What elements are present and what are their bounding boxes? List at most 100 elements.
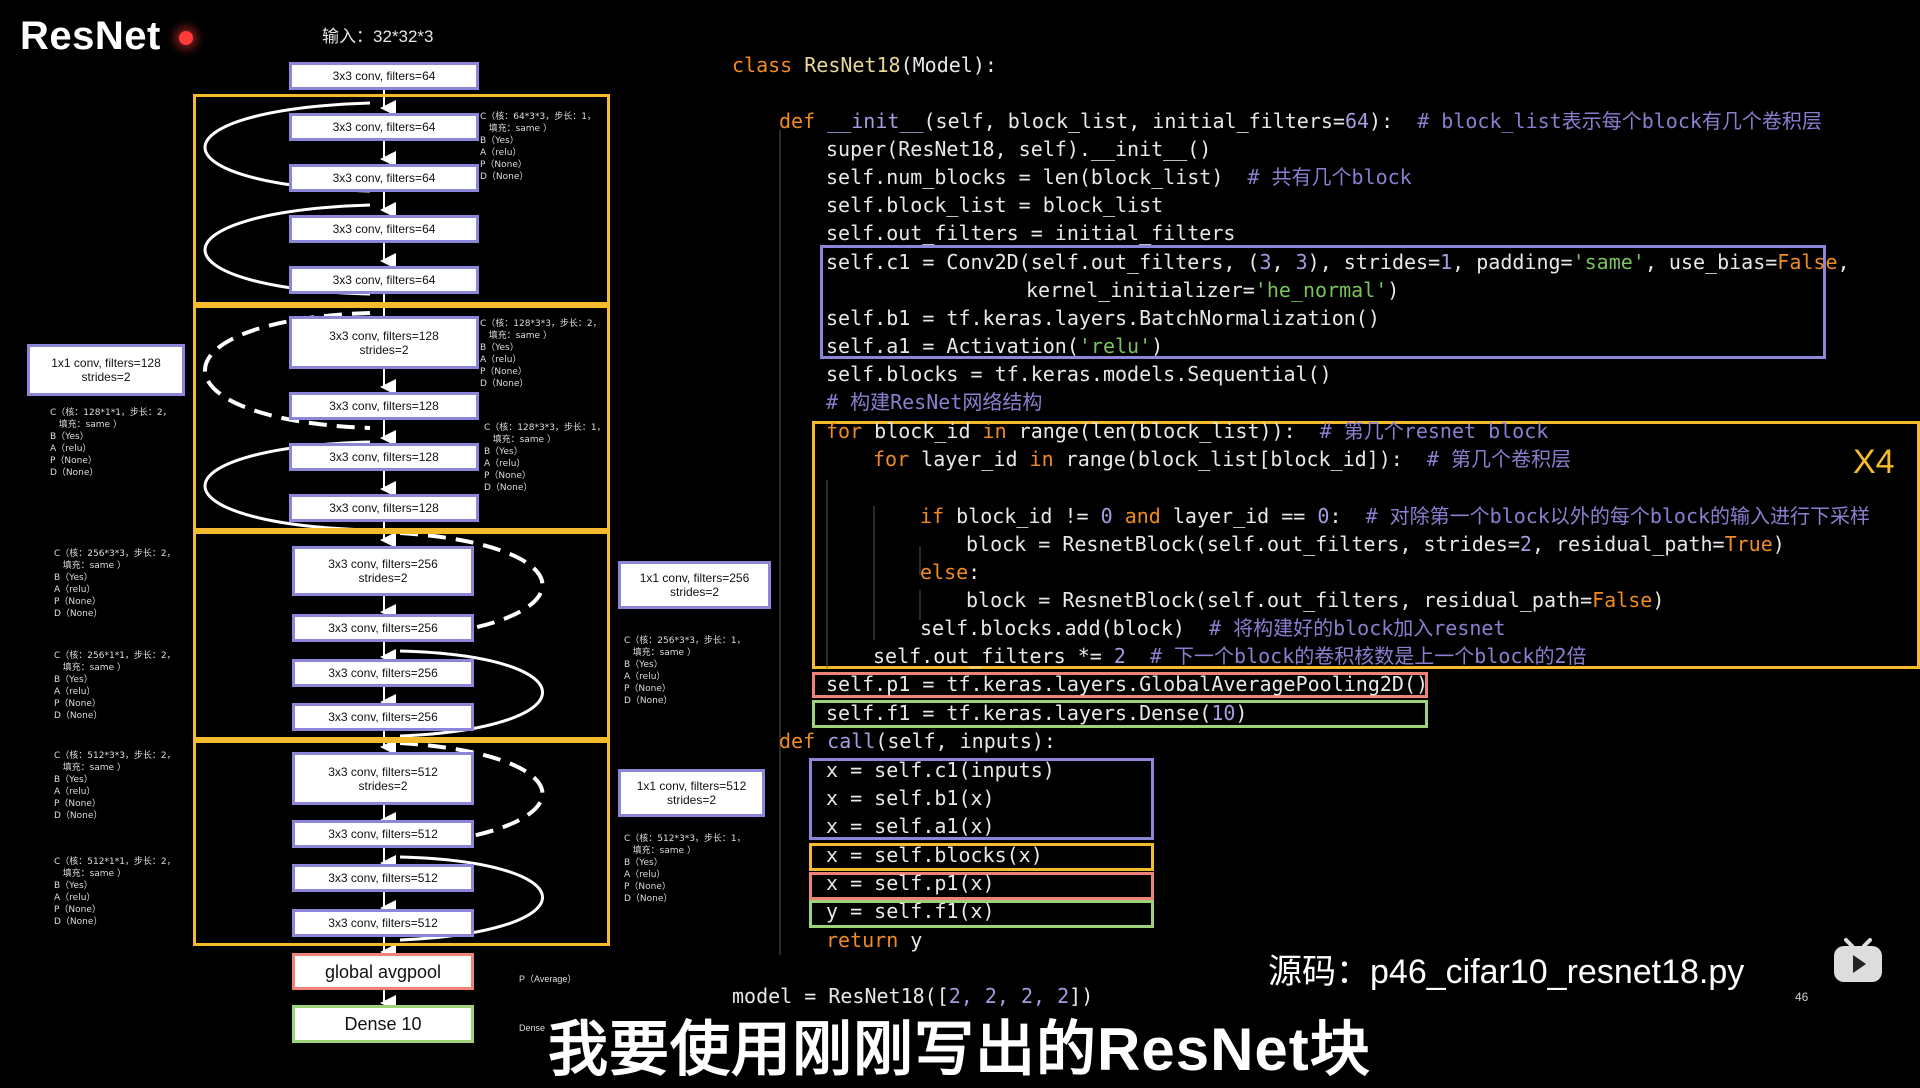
layer-label: 3x3 conv, filters=128 (329, 501, 439, 515)
layer-label: 3x3 conv, filters=64 (332, 69, 436, 83)
layer-label: global avgpool (324, 961, 442, 982)
code-function-name: __init__ (827, 109, 924, 133)
layer-stride-label: strides=2 (359, 342, 409, 357)
layer-params: C（核：64*3*3，步长：1， 填充：same ） B（Yes） A（relu… (480, 112, 596, 182)
code-line: x = self.blocks(x) (826, 843, 1043, 867)
code-line: block = ResnetBlock(self.out_filters, st… (966, 530, 1785, 558)
layer-label: 3x3 conv, filters=256 (328, 557, 438, 571)
code-keyword: for (826, 419, 875, 443)
code-text: block_id != (956, 504, 1101, 528)
code-text: ), strides= (1307, 250, 1441, 274)
layer-params: C（核：256*3*3，步长：2， 填充：same ） B（Yes） A（rel… (54, 549, 176, 619)
code-keyword: True (1724, 532, 1773, 556)
code-text: model = ResNet18([ (732, 984, 949, 1008)
conv-layer: 3x3 conv, filters=256 (292, 614, 474, 642)
code-text: ) (1235, 701, 1248, 725)
code-text: block_id (874, 419, 983, 443)
video-subtitle: 我要使用刚刚写出的ResNet块 (548, 1016, 1371, 1083)
conv-layer: 3x3 conv, filters=64 (289, 164, 479, 192)
resnet-block-64 (193, 94, 610, 305)
conv-layer: 3x3 conv, filters=128 (289, 494, 479, 522)
layer-label: 3x3 conv, filters=256 (328, 710, 438, 724)
code-line: self.num_blocks = len(block_list) # 共有几个… (826, 163, 1412, 191)
layer-stride-label: strides=2 (669, 585, 720, 599)
code-line: # 构建ResNet网络结构 (826, 388, 1042, 416)
layer-label: 3x3 conv, filters=512 (328, 871, 438, 885)
code-text: self.num_blocks = len(block_list) (826, 165, 1248, 189)
code-text: , (1271, 250, 1296, 274)
code-text: self.out_filters *= (873, 644, 1114, 668)
layer-params: C（核：512*1*1，步长：2， 填充：same ） B（Yes） A（rel… (54, 857, 176, 927)
code-text: , padding= (1452, 250, 1573, 274)
layer-params: C（核：512*3*3，步长：1， 填充：same ） B（Yes） A（rel… (624, 834, 746, 904)
dense-layer: Dense 10 (292, 1005, 474, 1043)
code-text: self.blocks.add(block) (920, 616, 1209, 640)
conv-layer: 3x3 conv, filters=64 (289, 62, 479, 90)
code-line: for block_id in range(len(block_list)): … (826, 417, 1548, 445)
code-line: kernel_initializer='he_normal') (1026, 276, 1399, 304)
code-text: , (1837, 250, 1850, 274)
layer-params: C（核：256*3*3，步长：1， 填充：same ） B（Yes） A（rel… (624, 636, 746, 706)
video-player-icon[interactable] (1832, 936, 1884, 986)
code-number: 3 (1259, 250, 1272, 274)
code-box-pool-call (809, 872, 1154, 900)
code-box-dense-init (812, 700, 1428, 728)
input-label: 输入：32*32*3 (322, 27, 434, 46)
resnet-block-256 (193, 531, 610, 740)
code-line: x = self.p1(x) (826, 871, 995, 895)
layer-label: 1x1 conv, filters=512 (636, 779, 747, 793)
code-text: self.a1 = Activation( (826, 334, 1079, 358)
code-comment: # 第几个卷积层 (1426, 447, 1571, 471)
code-text: kernel_initializer= (1026, 278, 1255, 302)
code-text: self.f1 = tf.keras.layers.Dense( (826, 701, 1212, 725)
code-class-name: ResNet18 (804, 53, 901, 77)
code-line: return y (826, 926, 922, 954)
code-string: 'same' (1572, 250, 1645, 274)
code-number: 64 (1344, 109, 1370, 133)
code-keyword: for (873, 447, 922, 471)
code-line: self.c1 = Conv2D(self.out_filters, (3, 3… (826, 248, 1850, 276)
code-string: 'he_normal' (1254, 278, 1388, 302)
code-comment: # 将构建好的block加入resnet (1208, 616, 1506, 640)
code-number: 10 (1211, 701, 1236, 725)
code-text: self.c1 = Conv2D(self.out_filters, ( (826, 250, 1260, 274)
code-line: def __init__(self, block_list, initial_f… (779, 107, 1822, 135)
layer-label: 3x3 conv, filters=256 (328, 621, 438, 635)
layer-params: C（核：128*3*3，步长：2， 填充：same ） B（Yes） A（rel… (480, 319, 602, 389)
code-line: def call(self, inputs): (779, 727, 1056, 755)
code-box-blocks-init (812, 421, 1920, 669)
code-number: 3 (1295, 250, 1308, 274)
code-line: self.blocks.add(block) # 将构建好的block加入res… (920, 614, 1506, 642)
resnet-block-512 (193, 740, 610, 946)
layer-label: 3x3 conv, filters=512 (328, 764, 438, 779)
code-line: self.a1 = Activation('relu') (826, 332, 1163, 360)
code-line: if block_id != 0 and layer_id == 0: # 对除… (920, 502, 1870, 530)
code-text: ]) (1069, 984, 1094, 1008)
code-box-conv-call (809, 758, 1154, 840)
code-keyword: def (779, 109, 828, 133)
code-text: : (968, 560, 981, 584)
code-keyword: else (920, 560, 969, 584)
global-avgpool-layer: global avgpool (292, 953, 474, 990)
layer-label: Dense 10 (344, 1014, 422, 1034)
code-keyword: return (826, 928, 911, 952)
code-text: ): (1369, 109, 1418, 133)
code-text: ) (1652, 588, 1665, 612)
layer-label: 1x1 conv, filters=256 (639, 571, 750, 585)
code-line: super(ResNet18, self).__init__() (826, 137, 1212, 161)
layer-label: 3x3 conv, filters=128 (329, 399, 439, 413)
code-text: range(block_list[block_id]): (1065, 447, 1427, 471)
dense-params: Dense (519, 1023, 546, 1033)
code-text: , use_bias= (1644, 250, 1778, 274)
code-line: self.b1 = tf.keras.layers.BatchNormaliza… (826, 306, 1380, 330)
code-text: , residual_path= (1531, 532, 1725, 556)
code-comment: # 第几个resnet block (1319, 419, 1549, 443)
code-box-pool-init (812, 672, 1428, 698)
record-indicator-icon (179, 31, 193, 45)
code-comment: # 共有几个block (1247, 165, 1412, 189)
code-text: ) (1151, 334, 1164, 358)
layer-stride-label: strides=2 (666, 793, 717, 807)
